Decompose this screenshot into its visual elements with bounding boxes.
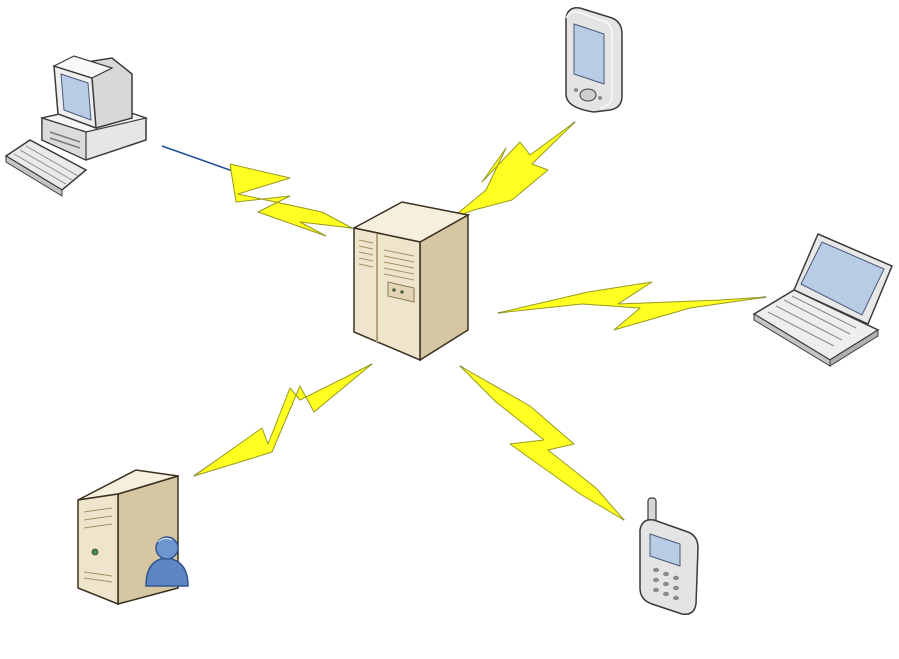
laptop-icon [752,233,893,367]
wireless-link-pda [451,121,576,219]
wireless-link-laptop [497,281,767,331]
tower-server-icon [351,201,471,362]
wireless-link-desktop [161,145,353,237]
desktop-computer-icon [4,55,149,197]
user-server-icon [77,469,189,606]
wireless-link-mobile [459,365,625,521]
pda-icon [565,6,623,113]
wireless-link-user-server [193,363,373,477]
mobile-phone-icon [639,497,699,616]
